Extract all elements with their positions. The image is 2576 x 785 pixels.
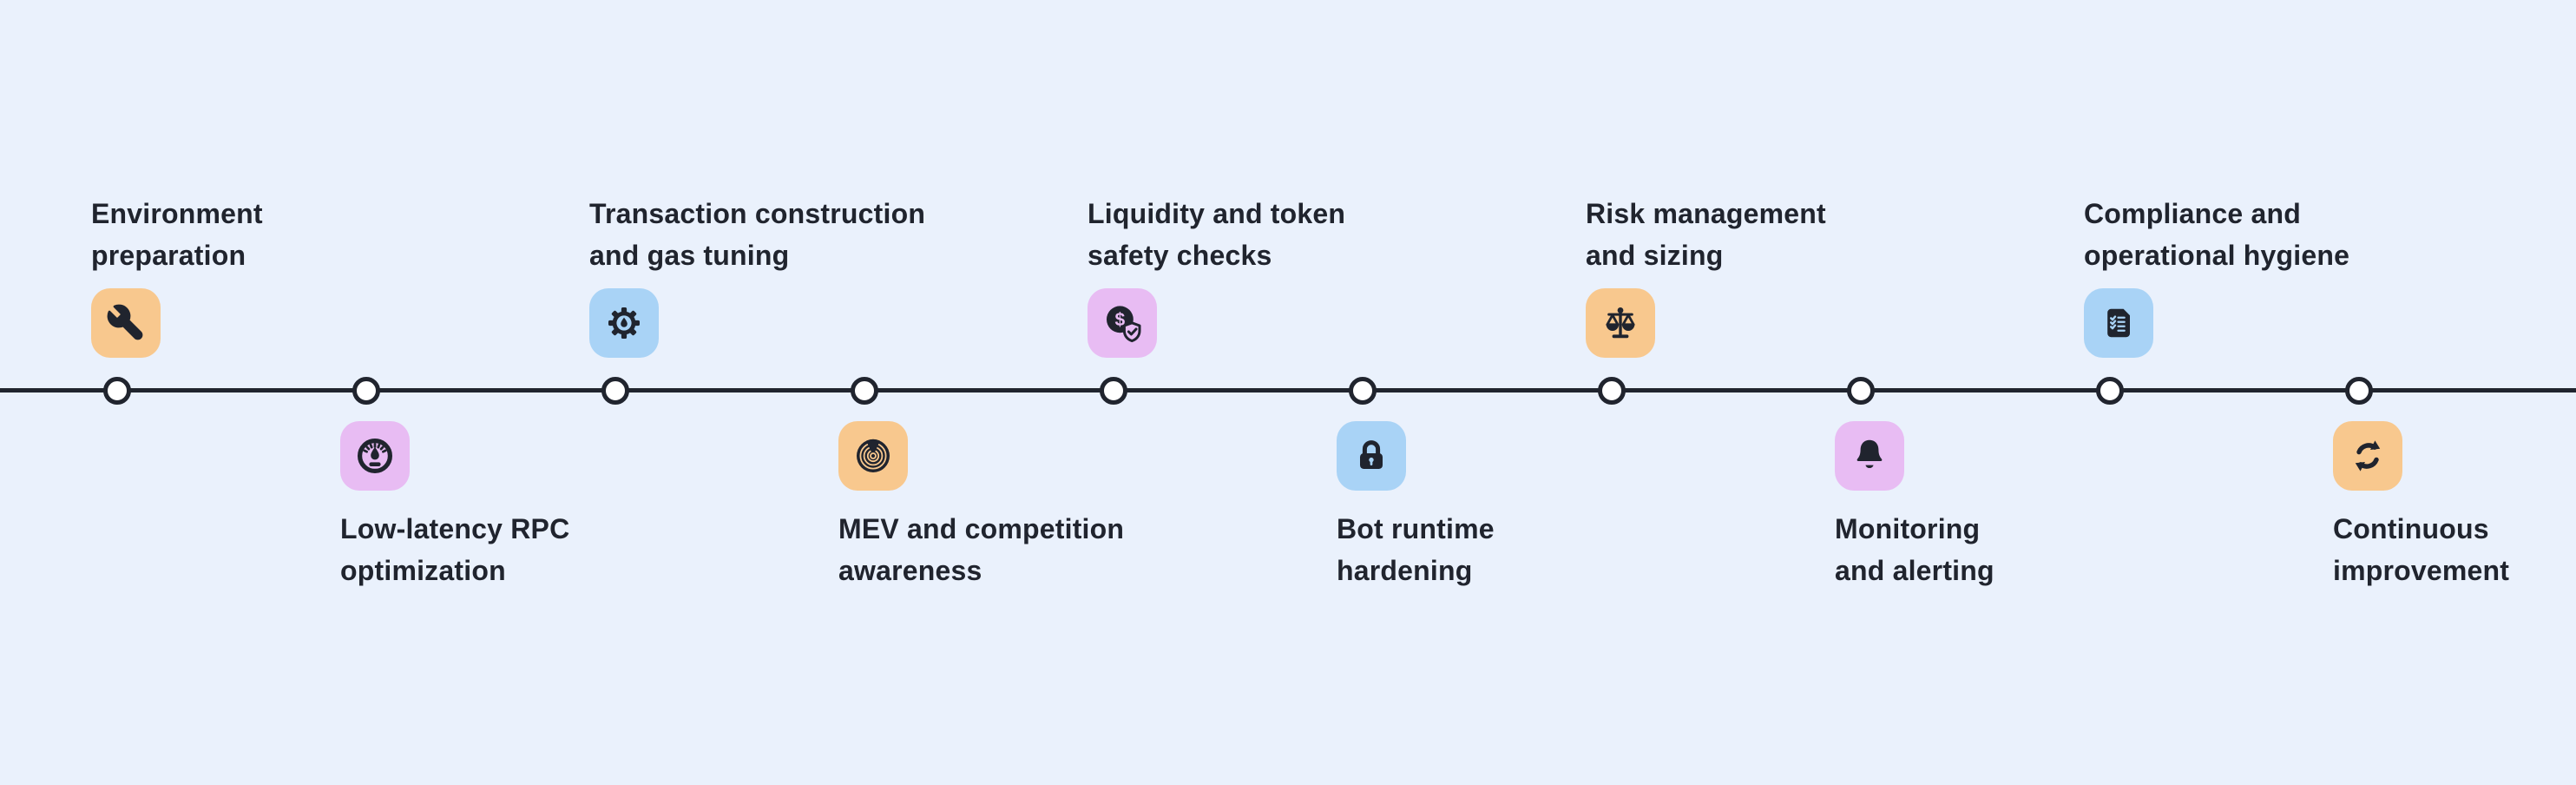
milestone-label: MEV and competition awareness	[838, 508, 1168, 591]
label-line-1: Compliance and	[2084, 198, 2301, 229]
icon-badge	[91, 288, 161, 358]
icon-badge	[2333, 421, 2402, 491]
milestone-label: Bot runtime hardening	[1337, 508, 1666, 591]
milestone-risk-management-sizing: Risk management and sizing	[1586, 193, 1916, 358]
milestone-transaction-construction-gas-tuning: Transaction construction and gas tuning	[589, 193, 926, 358]
milestone-label: Environment preparation	[91, 193, 421, 276]
label-line-1: Transaction construction	[589, 198, 926, 229]
label-line-2: safety checks	[1088, 240, 1272, 271]
milestone-label: Risk management and sizing	[1586, 193, 1916, 276]
label-line-1: Monitoring	[1835, 513, 1981, 544]
label-line-2: preparation	[91, 240, 246, 271]
milestone-low-latency-rpc-optimization: Low-latency RPC optimization	[340, 421, 670, 591]
timeline-line	[0, 388, 2576, 392]
icon-badge	[589, 288, 659, 358]
label-line-2: optimization	[340, 555, 506, 586]
label-line-1: Risk management	[1586, 198, 1826, 229]
checklist-icon	[2107, 308, 2130, 338]
scales-icon	[1606, 307, 1635, 339]
gear-droplet-icon	[608, 307, 640, 339]
milestone-label: Low-latency RPC optimization	[340, 508, 670, 591]
bell-icon	[1856, 439, 1883, 469]
label-line-1: Liquidity and token	[1088, 198, 1346, 229]
label-line-2: hardening	[1337, 555, 1473, 586]
milestone-label: Monitoring and alerting	[1835, 508, 2165, 591]
timeline-node-7	[1598, 377, 1626, 405]
timeline-node-2	[352, 377, 380, 405]
icon-badge	[1586, 288, 1655, 358]
label-line-1: Low-latency RPC	[340, 513, 570, 544]
label-line-1: Continuous	[2333, 513, 2489, 544]
svg-text:$: $	[1115, 310, 1126, 330]
milestone-label: Compliance and operational hygiene	[2084, 193, 2414, 276]
label-line-2: operational hygiene	[2084, 240, 2350, 271]
milestone-monitoring-alerting: Monitoring and alerting	[1835, 421, 2165, 591]
radar-icon	[857, 439, 890, 472]
milestone-label: Transaction construction and gas tuning	[589, 193, 926, 276]
label-line-1: MEV and competition	[838, 513, 1125, 544]
lock-icon	[1360, 440, 1383, 469]
timeline-node-6	[1349, 377, 1377, 405]
timeline-node-4	[851, 377, 878, 405]
milestone-environment-preparation: Environment preparation	[91, 193, 421, 358]
timeline-node-9	[2096, 377, 2124, 405]
milestone-compliance-operational-hygiene: Compliance and operational hygiene	[2084, 193, 2414, 358]
icon-badge	[838, 421, 908, 491]
icon-badge	[340, 421, 410, 491]
icon-badge	[1835, 421, 1904, 491]
label-line-2: awareness	[838, 555, 982, 586]
milestone-label: Liquidity and token safety checks	[1088, 193, 1417, 276]
gauge-icon	[358, 439, 392, 473]
milestone-continuous-improvement: Continuous improvement	[2333, 421, 2576, 591]
milestone-liquidity-token-safety-checks: Liquidity and token safety checks $	[1088, 193, 1417, 358]
label-line-2: improvement	[2333, 555, 2510, 586]
milestone-label: Continuous improvement	[2333, 508, 2576, 591]
timeline-node-1	[103, 377, 131, 405]
label-line-2: and sizing	[1586, 240, 1724, 271]
icon-badge: $	[1088, 288, 1157, 358]
icon-badge	[2084, 288, 2153, 358]
refresh-icon	[2355, 440, 2381, 472]
label-line-2: and gas tuning	[589, 240, 790, 271]
icon-badge	[1337, 421, 1406, 491]
milestone-mev-competition-awareness: MEV and competition awareness	[838, 421, 1168, 591]
milestone-bot-runtime-hardening: Bot runtime hardening	[1337, 421, 1666, 591]
timeline-node-3	[601, 377, 629, 405]
wrench-icon	[107, 304, 143, 340]
timeline-node-10	[2345, 377, 2373, 405]
label-line-1: Bot runtime	[1337, 513, 1495, 544]
timeline-node-8	[1847, 377, 1875, 405]
label-line-2: and alerting	[1835, 555, 1994, 586]
timeline-node-5	[1100, 377, 1127, 405]
dollar-shield-icon: $	[1107, 306, 1141, 343]
label-line-1: Environment	[91, 198, 263, 229]
